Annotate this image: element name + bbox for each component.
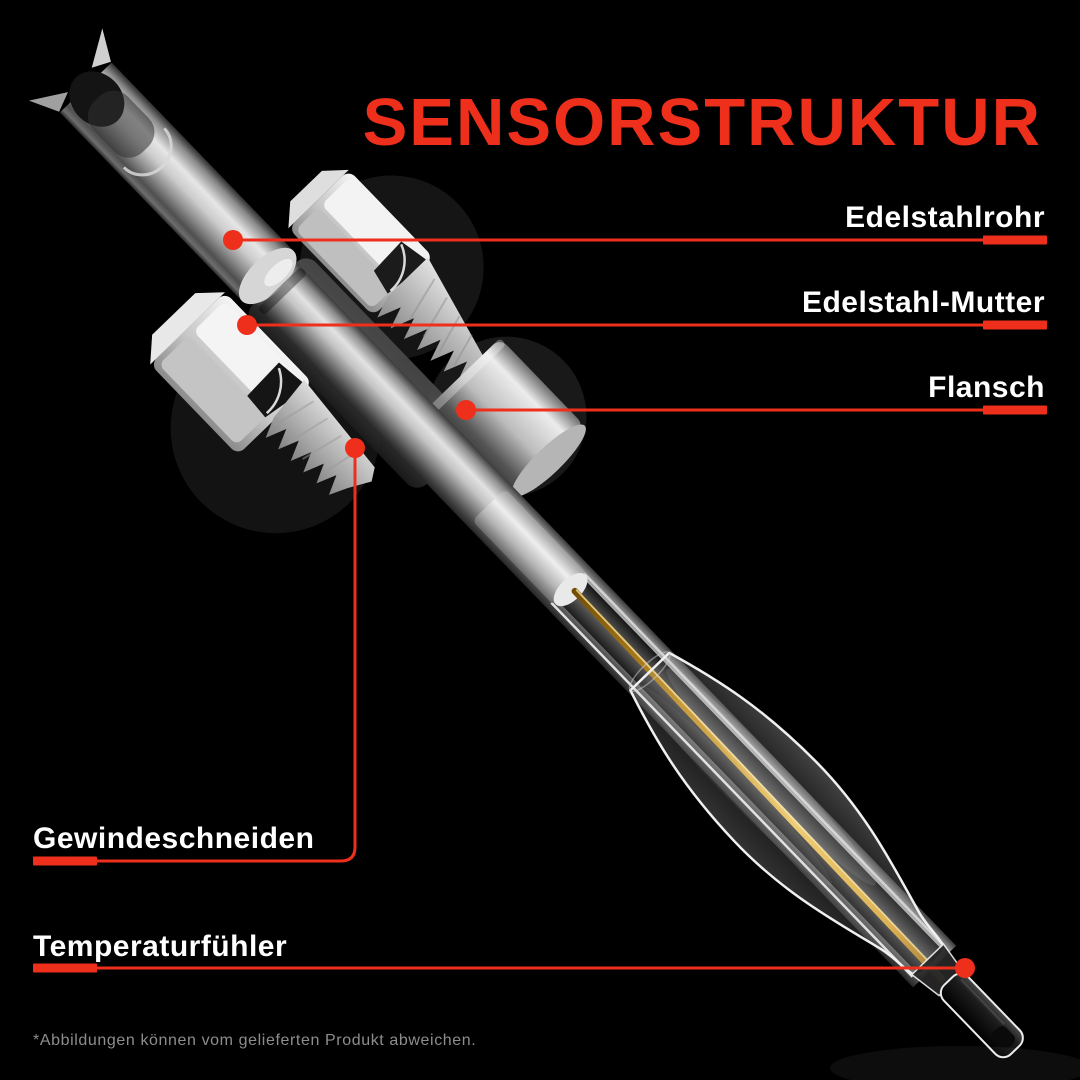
flange-collar: [429, 339, 586, 497]
thread-cone-lower: [265, 379, 375, 495]
label-underline: [983, 320, 1047, 330]
inner-rod-cap: [553, 573, 588, 607]
stainless-tube-upper: [28, 28, 306, 314]
flange-edge-highlight: [429, 339, 505, 413]
probe-tip: [910, 942, 1024, 1059]
label-underline: [33, 963, 97, 973]
nut-facet-shade: [298, 210, 392, 307]
callout-dot: [955, 958, 975, 978]
flange-end-cap: [511, 424, 586, 497]
callout-edelstahlrohr-line: [223, 230, 1047, 250]
callout-mutter-line: [237, 315, 1047, 335]
hex-nut-lower: [150, 292, 375, 495]
fork-channel-shadow: [87, 90, 155, 158]
callout-dot: [223, 230, 243, 250]
shell-sheen-top: [666, 668, 876, 886]
fork-prong-a: [91, 28, 111, 68]
callout-gewinde-line: [33, 438, 365, 866]
label-underline: [983, 405, 1047, 415]
label-underline: [983, 235, 1047, 245]
nut-rim-highlight: [265, 367, 283, 415]
callout-dot: [237, 315, 257, 335]
probe-end-socket: [991, 1026, 1016, 1050]
translucent-shell: [628, 651, 947, 978]
callout-label-temperaturfuehler: Temperaturfühler: [33, 930, 288, 963]
label-underline: [33, 856, 97, 866]
nut-facet-shade: [161, 338, 264, 443]
joint-shadow: [258, 268, 306, 314]
hex-nut-upper: [288, 169, 490, 382]
callout-label-gewindeschneiden: Gewindeschneiden: [33, 822, 315, 855]
callout-dot: [345, 438, 365, 458]
callout-dot: [456, 400, 476, 420]
shell-mouth-rim: [628, 651, 671, 692]
nut-chamfer: [288, 169, 349, 229]
nut-socket-shadow: [373, 241, 430, 294]
fork-prong-b: [28, 92, 68, 112]
callout-label-flansch: Flansch: [928, 371, 1045, 404]
callout-flansch-line: [456, 400, 1047, 420]
probe-sheen: [960, 979, 1006, 1026]
callout-label-edelstahlrohr: Edelstahlrohr: [845, 201, 1045, 234]
fork-rim-highlight: [122, 127, 173, 177]
nut-rim-highlight: [389, 243, 406, 292]
footnote-disclaimer: *Abbildungen können vom gelieferten Prod…: [33, 1032, 477, 1049]
tube-joint-sheen: [264, 258, 293, 287]
nut-socket-shadow: [247, 362, 309, 418]
callout-fuehler-line: [33, 958, 975, 978]
leader-line: [33, 448, 357, 863]
callout-label-edelstahl-mutter: Edelstahl-Mutter: [801, 286, 1045, 319]
shell-sheen-bottom: [636, 683, 832, 886]
inner-rod: [474, 491, 585, 604]
floor-reflection: [830, 1046, 1080, 1080]
thread-ridges-lower: [273, 400, 356, 475]
thread-ridges-upper: [408, 278, 473, 366]
page-title: SENSORSTRUKTUR: [362, 85, 1042, 160]
